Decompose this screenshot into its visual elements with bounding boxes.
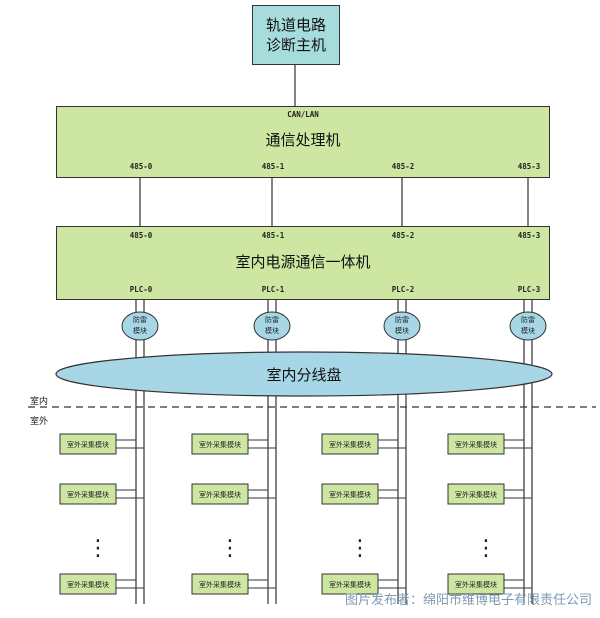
outdoor-module-0-2 [59,573,117,595]
diagnostic-host-box: 轨道电路 诊断主机 [252,5,340,65]
outdoor-module-label-3-0: 室外采集模块 [455,440,497,449]
comm-port-0: 485-0 [129,162,153,171]
outdoor-module-2-2 [321,573,379,595]
lightning-label-line2-3: 模块 [521,326,535,335]
outdoor-module-label-2-0: 室外采集模块 [329,440,371,449]
unit-port-485-1: 485-1 [261,231,285,240]
integrated-unit-title: 室内电源通信一体机 [235,253,371,271]
unit-port-plc-2: PLC-2 [391,285,415,294]
indoor-zone-label: 室内 [30,397,49,407]
outdoor-module-0-0 [59,433,117,455]
outdoor-ellipsis-3: ⋮ [475,536,497,561]
comm-port-2: 485-2 [391,162,415,171]
lightning-label-line2-0: 模块 [133,326,147,335]
outdoor-module-0-1 [59,483,117,505]
outdoor-module-2-1 [321,483,379,505]
comm-port-3: 485-3 [517,162,541,171]
unit-port-485-2: 485-2 [391,231,415,240]
outdoor-module-3-0 [447,433,505,455]
outdoor-module-1-2 [191,573,249,595]
outdoor-module-label-0-1: 室外采集模块 [67,490,109,499]
outdoor-module-1-1 [191,483,249,505]
lightning-label-line1-0: 防雷 [133,315,147,324]
lightning-label-line2-1: 模块 [265,326,279,335]
outdoor-module-label-1-2: 室外采集模块 [199,580,241,589]
distribution-board [55,351,553,397]
unit-port-plc-0: PLC-0 [129,285,153,294]
unit-port-plc-3: PLC-3 [517,285,541,294]
lightning-module-2 [383,311,421,341]
lightning-label-line1-3: 防雷 [521,315,535,324]
outdoor-module-label-0-2: 室外采集模块 [67,580,109,589]
can-lan-label: CAN/LAN [287,110,319,119]
outdoor-module-label-1-1: 室外采集模块 [199,490,241,499]
outdoor-ellipsis-1: ⋮ [219,536,241,561]
outdoor-ellipsis-2: ⋮ [349,536,371,561]
outdoor-module-label-1-0: 室外采集模块 [199,440,241,449]
outdoor-module-label-3-1: 室外采集模块 [455,490,497,499]
lightning-module-3 [509,311,547,341]
outdoor-module-label-2-2: 室外采集模块 [329,580,371,589]
outdoor-zone-label: 室外 [30,417,49,427]
outdoor-module-2-0 [321,433,379,455]
lightning-module-1 [253,311,291,341]
unit-port-485-3: 485-3 [517,231,541,240]
host-label-line1: 轨道电路 [265,16,326,34]
outdoor-ellipsis-0: ⋮ [87,536,109,561]
comm-port-1: 485-1 [261,162,285,171]
integrated-unit-box: 485-0 485-1 485-2 485-3 室内电源通信一体机 PLC-0 … [56,226,550,300]
lightning-module-0 [121,311,159,341]
outdoor-module-3-1 [447,483,505,505]
outdoor-module-1-0 [191,433,249,455]
comm-processor-title: 通信处理机 [265,131,341,149]
lightning-label-line1-2: 防雷 [395,315,409,324]
unit-port-485-0: 485-0 [129,231,153,240]
outdoor-module-label-3-2: 室外采集模块 [455,580,497,589]
lightning-label-line2-2: 模块 [395,326,409,335]
outdoor-module-3-2 [447,573,505,595]
outdoor-module-label-0-0: 室外采集模块 [67,440,109,449]
unit-port-plc-1: PLC-1 [261,285,285,294]
publisher-watermark: 图片发布者：绵阳市维博电子有限责任公司 [344,593,592,608]
lightning-label-line1-1: 防雷 [265,315,279,324]
distribution-board-label: 室内分线盘 [266,366,341,384]
comm-processor-box: CAN/LAN 通信处理机 485-0 485-1 485-2 485-3 [56,106,550,178]
host-label-line2: 诊断主机 [265,36,326,54]
outdoor-module-label-2-1: 室外采集模块 [329,490,371,499]
